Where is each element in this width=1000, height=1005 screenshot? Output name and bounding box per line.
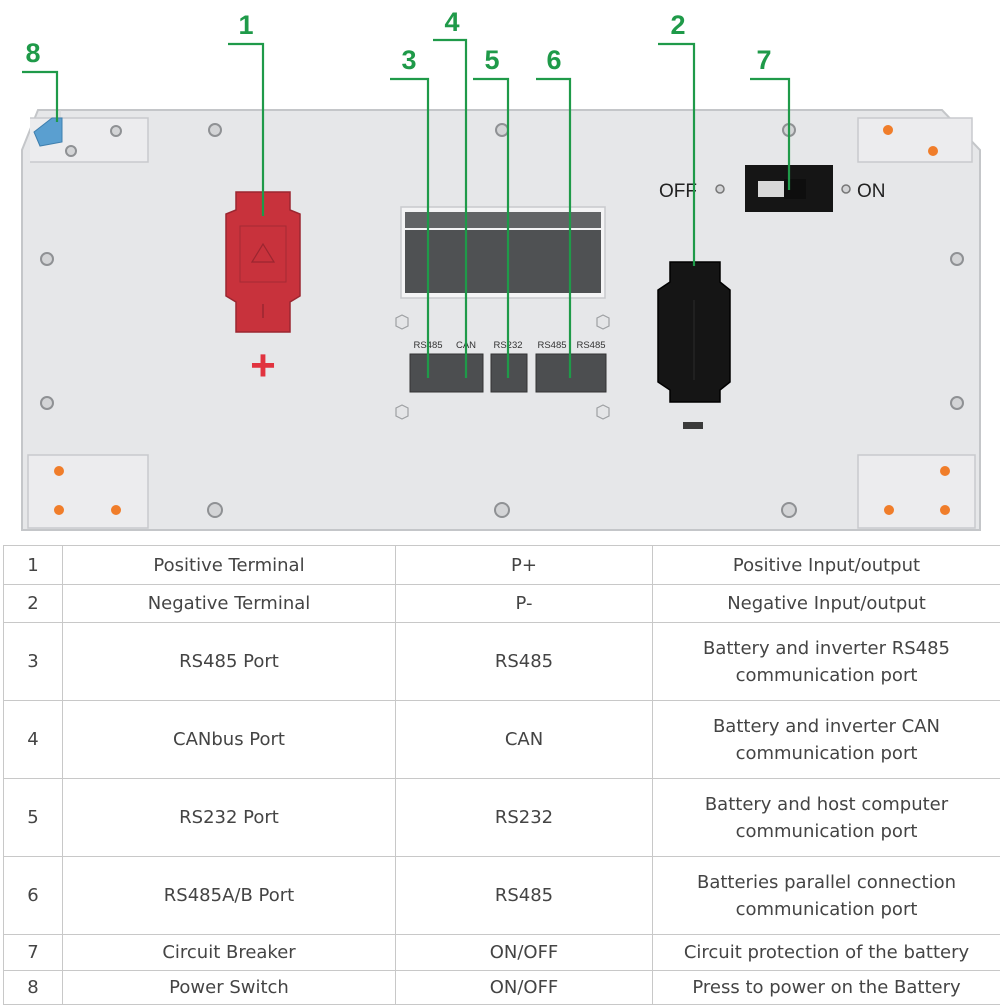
component-name: Power Switch <box>63 971 396 1005</box>
component-name: RS232 Port <box>63 779 396 857</box>
table-row: 8 Power Switch ON/OFF Press to power on … <box>4 971 1000 1005</box>
negative-symbol <box>683 422 703 429</box>
row-number: 4 <box>4 701 63 779</box>
row-number: 6 <box>4 857 63 935</box>
switch-on-label: ON <box>857 181 886 202</box>
table-row: 7 Circuit Breaker ON/OFF Circuit protect… <box>4 935 1000 971</box>
panel-illustration: + RS485 CAN RS232 RS485 RS485 OFF ON <box>0 0 1000 545</box>
corner-bracket <box>858 118 972 162</box>
spec-table: 1 Positive Terminal P+ Positive Input/ou… <box>3 545 1000 1005</box>
table-row: 2 Negative Terminal P- Negative Input/ou… <box>4 585 1000 623</box>
table-row: 6 RS485A/B Port RS485 Batteries parallel… <box>4 857 1000 935</box>
component-mark: RS485 <box>396 623 653 701</box>
battery-panel-diagram: + RS485 CAN RS232 RS485 RS485 OFF ON <box>0 0 1000 545</box>
corner-bracket <box>28 455 148 528</box>
component-description: Battery and inverter CAN communication p… <box>653 701 1000 779</box>
display-window <box>401 207 605 298</box>
component-name: Negative Terminal <box>63 585 396 623</box>
callout-number: 2 <box>670 10 685 40</box>
callout-number: 1 <box>238 10 253 40</box>
callout-number: 8 <box>25 38 40 68</box>
component-mark: CAN <box>396 701 653 779</box>
component-mark: ON/OFF <box>396 935 653 971</box>
component-name: RS485A/B Port <box>63 857 396 935</box>
component-description: Press to power on the Battery <box>653 971 1000 1005</box>
component-description: Batteries parallel connection communicat… <box>653 857 1000 935</box>
corner-bracket <box>858 455 975 528</box>
row-number: 1 <box>4 546 63 585</box>
switch-off-label: OFF <box>659 181 697 202</box>
component-mark: RS232 <box>396 779 653 857</box>
component-description: Circuit protection of the battery <box>653 935 1000 971</box>
row-number: 8 <box>4 971 63 1005</box>
callout-number: 3 <box>401 45 416 75</box>
table-row: 3 RS485 Port RS485 Battery and inverter … <box>4 623 1000 701</box>
row-number: 3 <box>4 623 63 701</box>
positive-symbol: + <box>250 341 276 390</box>
port-label: RS485 <box>576 340 605 351</box>
callout-number: 7 <box>756 45 771 75</box>
port-label: RS485 <box>537 340 566 351</box>
component-name: Circuit Breaker <box>63 935 396 971</box>
component-mark: ON/OFF <box>396 971 653 1005</box>
component-description: Positive Input/output <box>653 546 1000 585</box>
table-row: 1 Positive Terminal P+ Positive Input/ou… <box>4 546 1000 585</box>
callout-number: 6 <box>546 45 561 75</box>
component-description: Battery and host computer communication … <box>653 779 1000 857</box>
component-mark: P- <box>396 585 653 623</box>
component-description: Negative Input/output <box>653 585 1000 623</box>
rs485-can-port-block[interactable] <box>410 354 483 392</box>
component-mark: RS485 <box>396 857 653 935</box>
battery-panel <box>22 110 980 530</box>
table-row: 4 CANbus Port CAN Battery and inverter C… <box>4 701 1000 779</box>
callout-number: 5 <box>484 45 499 75</box>
callout-number: 4 <box>444 7 459 37</box>
component-name: RS485 Port <box>63 623 396 701</box>
row-number: 7 <box>4 935 63 971</box>
component-name: CANbus Port <box>63 701 396 779</box>
row-number: 2 <box>4 585 63 623</box>
table-row: 5 RS232 Port RS232 Battery and host comp… <box>4 779 1000 857</box>
negative-terminal[interactable] <box>658 262 730 402</box>
component-name: Positive Terminal <box>63 546 396 585</box>
row-number: 5 <box>4 779 63 857</box>
component-description: Battery and inverter RS485 communication… <box>653 623 1000 701</box>
component-mark: P+ <box>396 546 653 585</box>
